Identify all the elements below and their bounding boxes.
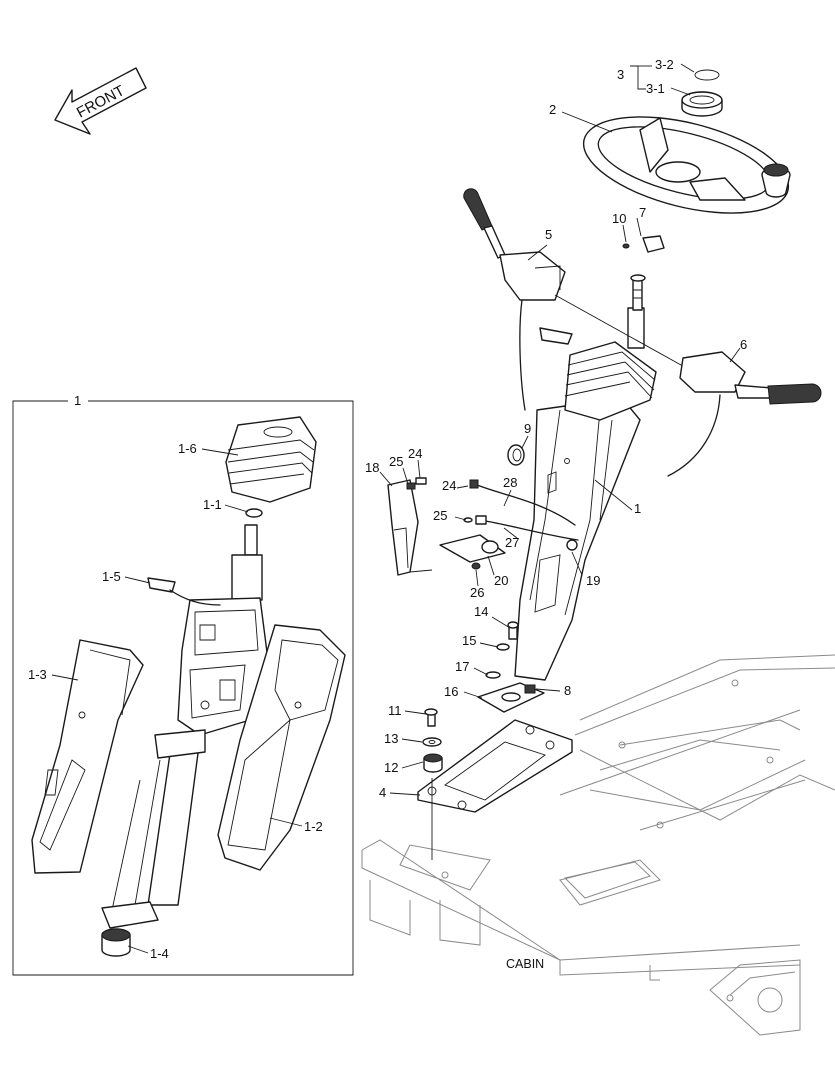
front-arrow-icon: FRONT <box>54 67 147 135</box>
callout-17: 17 <box>455 659 469 674</box>
callout-3-2: 3-2 <box>655 57 674 72</box>
leader-lines <box>51 63 741 954</box>
callout-5: 5 <box>545 227 552 242</box>
callout-24-a: 24 <box>408 446 422 461</box>
horn-cap <box>681 69 723 117</box>
right-lever-switch <box>539 327 822 477</box>
callout-14: 14 <box>474 604 488 619</box>
callout-16: 16 <box>444 684 458 699</box>
callout-26: 26 <box>470 585 484 600</box>
callout-10: 10 <box>612 211 626 226</box>
cabin-floor: CABIN <box>361 654 835 1036</box>
wire-harness <box>439 444 579 570</box>
callout-12: 12 <box>384 760 398 775</box>
callout-6: 6 <box>740 337 747 352</box>
callout-1-4: 1-4 <box>150 946 169 961</box>
callout-1-1: 1-1 <box>203 497 222 512</box>
callout-13: 13 <box>384 731 398 746</box>
callout-15: 15 <box>462 633 476 648</box>
mounting-bracket <box>387 477 433 576</box>
callout-20: 20 <box>494 573 508 588</box>
exploded-column-parts <box>31 416 346 957</box>
callout-19: 19 <box>586 573 600 588</box>
lower-flange-hardware <box>422 621 545 860</box>
left-lever-switch <box>463 188 691 411</box>
callout-28: 28 <box>503 475 517 490</box>
callout-1-2: 1-2 <box>304 819 323 834</box>
callout-24-b: 24 <box>442 478 456 493</box>
callout-3-1: 3-1 <box>646 81 665 96</box>
steering-wheel <box>582 116 791 214</box>
callout-25-b: 25 <box>433 508 447 523</box>
callout-3: 3 <box>617 67 624 82</box>
callout-4: 4 <box>379 785 386 800</box>
callout-9: 9 <box>524 421 531 436</box>
callout-1: 1 <box>634 501 641 516</box>
callout-8: 8 <box>564 683 571 698</box>
callout-1-3: 1-3 <box>28 667 47 682</box>
callout-7: 7 <box>639 205 646 220</box>
callout-1-6: 1-6 <box>178 441 197 456</box>
steering-column <box>514 235 665 681</box>
cabin-label: CABIN <box>506 957 544 971</box>
callout-box-1: 1 <box>74 393 81 408</box>
callout-labels: 3 3-2 3-1 2 10 7 5 6 9 1 18 25 24 24 28 … <box>28 57 747 961</box>
callout-25-a: 25 <box>389 454 403 469</box>
callout-27: 27 <box>505 535 519 550</box>
callout-11: 11 <box>388 703 402 718</box>
callout-2: 2 <box>549 102 556 117</box>
callout-1-5: 1-5 <box>102 569 121 584</box>
exploded-view-frame <box>12 400 354 976</box>
callout-18: 18 <box>365 460 379 475</box>
